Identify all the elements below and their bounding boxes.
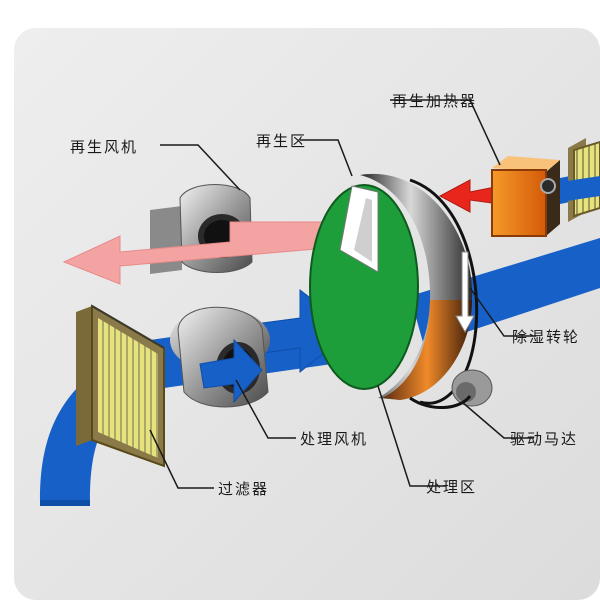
regen-heater <box>491 156 560 237</box>
label-filter: 过滤器 <box>218 480 270 498</box>
label-desiccant-wheel: 除湿转轮 <box>512 328 581 346</box>
regen-exhaust-arrow <box>62 221 351 285</box>
drive-motor <box>409 369 493 410</box>
label-process-zone: 处理区 <box>426 478 478 496</box>
leader-desiccant-wheel <box>469 287 536 337</box>
desiccant-wheel <box>309 173 479 405</box>
leader-filter <box>149 429 214 489</box>
label-drive-motor: 驱动马达 <box>510 430 579 448</box>
process-fan <box>170 306 270 408</box>
regen-duct-stub <box>560 176 600 202</box>
leader-process-zone <box>377 385 446 487</box>
label-regen-heater: 再生加热器 <box>392 92 478 110</box>
label-regen-zone: 再生区 <box>256 132 308 150</box>
leader-process-fan <box>235 379 296 439</box>
label-process-fan: 处理风机 <box>300 430 369 448</box>
leader-drive-motor <box>461 401 534 439</box>
leader-regen-heater <box>390 99 501 166</box>
leader-regen-zone <box>300 139 353 177</box>
label-regen-fan: 再生风机 <box>70 138 139 156</box>
leader-regen-fan <box>160 144 241 191</box>
process-fan-arrow <box>199 338 263 404</box>
leader-lines <box>149 99 536 489</box>
filter-unit <box>76 304 165 468</box>
